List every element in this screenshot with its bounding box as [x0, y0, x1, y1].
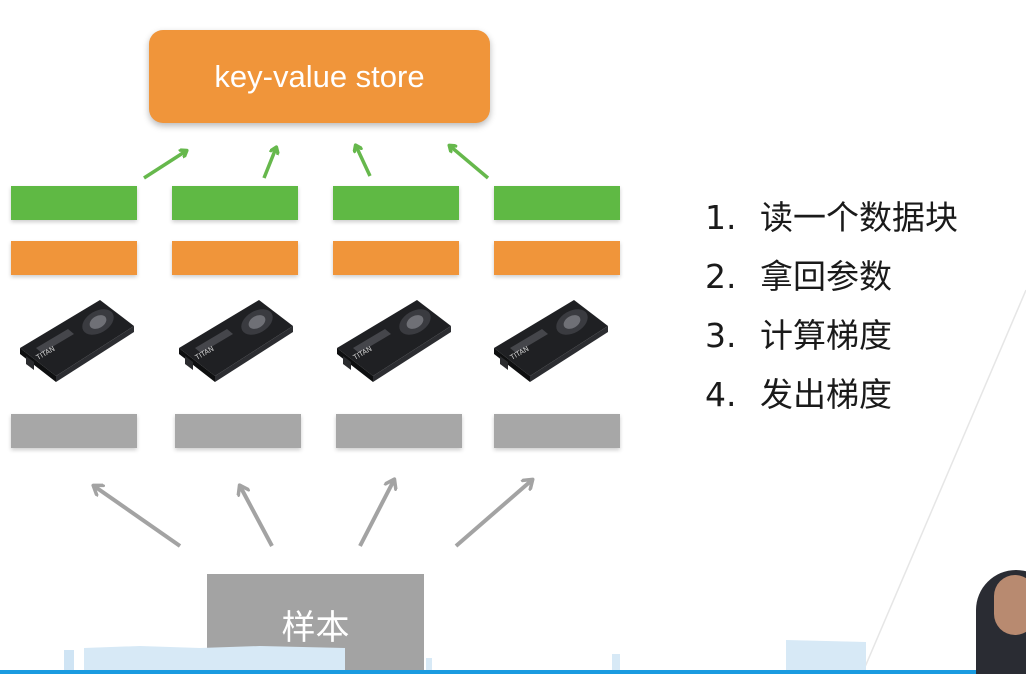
step-item: 2.拿回参数 — [705, 257, 892, 296]
worker-3-data-bar — [336, 414, 462, 448]
worker-1-data-bar — [11, 414, 137, 448]
step-item: 4.发出梯度 — [705, 375, 892, 414]
worker-2-parameter-bar — [172, 241, 298, 275]
key-value-store-label: key-value store — [214, 58, 425, 94]
worker-2-gradient-bar — [172, 186, 298, 220]
gpu-card-icon: TITAN — [20, 300, 134, 382]
worker-4-gradient-bar — [494, 186, 620, 220]
presenter-face — [994, 575, 1026, 635]
gpu-card-icon: TITAN — [494, 300, 608, 382]
step-item: 1.读一个数据块 — [705, 198, 958, 237]
worker-1-parameter-bar — [11, 241, 137, 275]
arrow-up-icon — [240, 486, 274, 547]
worker-2-data-bar — [175, 414, 301, 448]
sample-label: 样本 — [281, 608, 350, 648]
gpu-card-icon: TITAN — [337, 300, 451, 382]
worker-1-gradient-bar — [11, 186, 137, 220]
gpu-card-icon: TITAN — [179, 300, 293, 382]
background-line — [861, 289, 1026, 674]
arrow-up-icon — [356, 146, 372, 177]
key-value-store-box: key-value store — [149, 30, 490, 123]
arrow-up-icon — [358, 480, 394, 547]
worker-3-parameter-bar — [333, 241, 459, 275]
step-item: 3.计算梯度 — [705, 316, 892, 355]
arrow-up-icon — [143, 151, 186, 180]
arrow-up-icon — [262, 148, 276, 179]
worker-3-gradient-bar — [333, 186, 459, 220]
step-list: 1.读一个数据块 2.拿回参数 3.计算梯度 4.发出梯度 — [705, 188, 958, 424]
worker-4-parameter-bar — [494, 241, 620, 275]
arrow-up-icon — [94, 486, 182, 548]
arrow-up-icon — [454, 480, 532, 548]
worker-4-data-bar — [494, 414, 620, 448]
arrow-up-icon — [450, 146, 490, 180]
